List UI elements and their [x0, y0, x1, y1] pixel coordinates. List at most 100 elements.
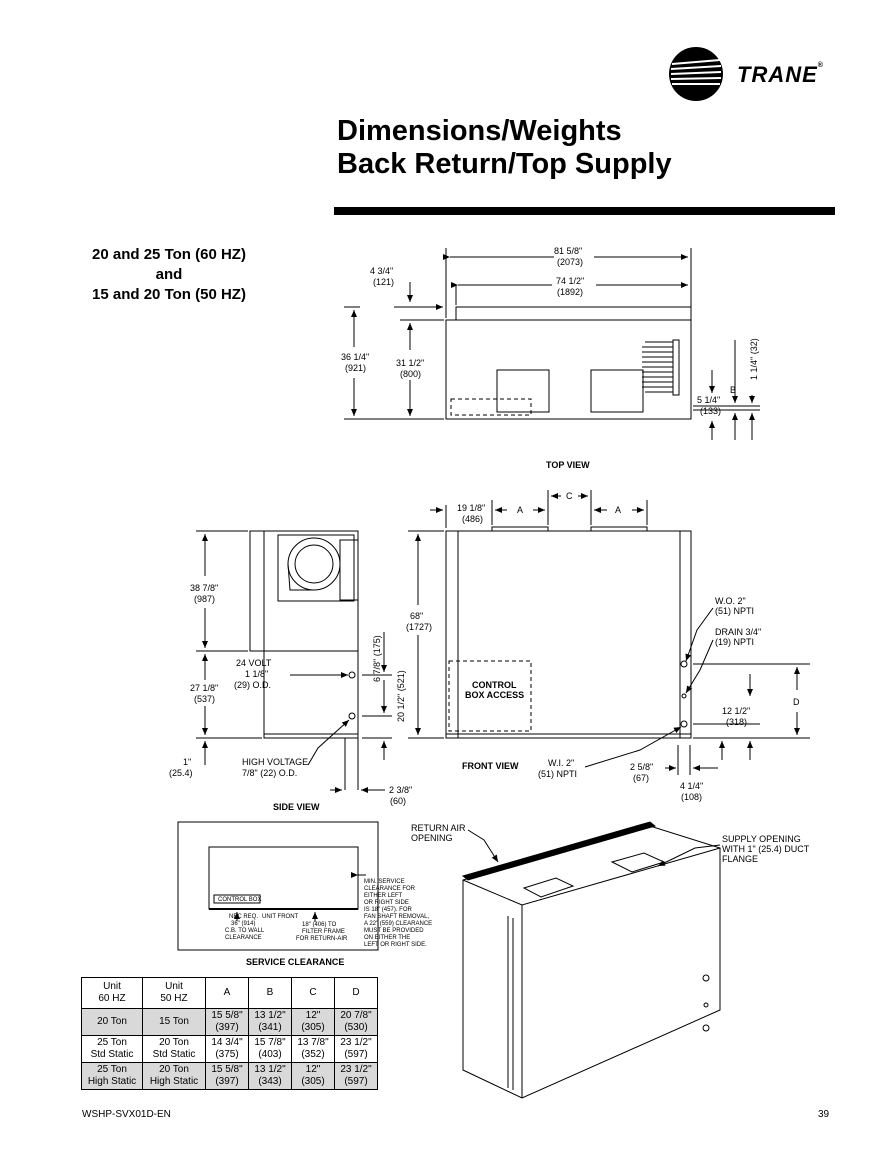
table-cell: 23 1/2"(597) [334, 1035, 378, 1063]
front-d-label: D [793, 697, 800, 707]
front-bottom-offset-mm: (67) [633, 773, 649, 783]
header-c: C [291, 977, 335, 1009]
sc-note-3: OR RIGHT SIDE [364, 900, 409, 906]
front-left-offset: 19 1/8" [457, 503, 485, 513]
side-vert-1: 6 7/8" (175) [372, 635, 382, 682]
sc-note-6: A 22" (559) CLEARANCE [364, 921, 432, 927]
top-right-offset-mm: (133) [700, 406, 721, 416]
iso-supply-0: SUPPLY OPENING [722, 834, 801, 844]
table-cell: 12"(305) [291, 1008, 335, 1036]
top-depth-inner: 31 1/2" [396, 358, 424, 368]
sc-note-9: LEFT OR RIGHT SIDE. [364, 942, 427, 948]
top-left-offset: 4 3/4" [370, 266, 393, 276]
top-depth-inner-mm: (800) [400, 369, 421, 379]
table-cell: 13 1/2"(343) [248, 1062, 292, 1090]
table-cell: 15 5/8"(397) [205, 1062, 249, 1090]
trane-logo-mark [669, 47, 723, 101]
header-d: D [334, 977, 378, 1009]
front-drain: DRAIN 3/4" [715, 627, 761, 637]
model-heading-line-1: 20 and 25 Ton (60 HZ) [92, 246, 246, 263]
model-heading-line-3: 15 and 20 Ton (50 HZ) [92, 286, 246, 303]
side-lower-height: 27 1/8" [190, 683, 218, 693]
top-view-labels: 81 5/8" (2073) 74 1/2" (1892) 4 3/4" (12… [341, 246, 759, 470]
table-cell: 13 1/2"(341) [248, 1008, 292, 1036]
front-view-caption: FRONT VIEW [462, 761, 519, 771]
front-drain-height-mm: (318) [726, 717, 747, 727]
table-cell: 13 7/8"(352) [291, 1035, 335, 1063]
side-view-labels: 38 7/8" (987) 27 1/8" (537) 1" (25.4) 24… [169, 583, 412, 812]
side-hv-size: 7/8" (22) O.D. [242, 768, 297, 778]
top-inner-width: 74 1/2" [556, 276, 584, 286]
sc-filter-2: FOR RETURN-AIR [296, 936, 348, 942]
iso-supply-2: FLANGE [722, 854, 758, 864]
table-cell: 15 7/8"(403) [248, 1035, 292, 1063]
sc-note-7: MUST BE PROVIDED [364, 928, 424, 934]
page-title: Dimensions/Weights Back Return/Top Suppl… [337, 115, 672, 181]
iso-return-air-1: OPENING [411, 833, 453, 843]
sc-note-5: FAN SHAFT REMOVAL, [364, 914, 429, 920]
table-row: 20 Ton 15 Ton 15 5/8"(397) 13 1/2"(341) … [81, 1008, 378, 1036]
front-right-offset: 4 1/4" [680, 781, 703, 791]
title-line-2: Back Return/Top Supply [337, 148, 672, 180]
front-right-offset-mm: (108) [681, 792, 702, 802]
header-b: B [248, 977, 292, 1009]
side-base-mm: (25.4) [169, 768, 193, 778]
top-b-label: B [730, 385, 736, 395]
table-cell: 23 1/2"(597) [334, 1062, 378, 1090]
top-depth: 36 1/4" [341, 352, 369, 362]
front-a-label-1: A [517, 505, 523, 515]
table-cell: 20 Ton [81, 1008, 143, 1036]
sc-filter-1: FILTER FRAME [302, 929, 345, 935]
table-cell: 14 3/4"(375) [205, 1035, 249, 1063]
side-lower-height-mm: (537) [194, 694, 215, 704]
front-drain-height: 12 1/2" [722, 706, 750, 716]
service-clearance-drawing [177, 821, 379, 951]
sc-note-1: CLEARANCE FOR [364, 886, 416, 892]
sc-note-2: EITHER LEFT [364, 893, 403, 899]
front-left-offset-mm: (486) [462, 514, 483, 524]
table-cell: 20 7/8"(530) [334, 1008, 378, 1036]
top-view-caption: TOP VIEW [546, 460, 590, 470]
iso-view-labels: RETURN AIR OPENING SUPPLY OPENING WITH 1… [411, 823, 810, 864]
front-wi-spec: (51) NPTI [538, 769, 577, 779]
model-heading: 20 and 25 Ton (60 HZ) and 15 and 20 Ton … [78, 245, 260, 305]
side-view-caption: SIDE VIEW [273, 802, 320, 812]
footer-doc-id: WSHP-SVX01D-EN [82, 1109, 171, 1120]
iso-supply-1: WITH 1" (25.4) DUCT [722, 844, 810, 854]
isometric-view-drawing [461, 821, 721, 1099]
front-c-label: C [566, 491, 573, 501]
top-inner-width-mm: (1892) [557, 287, 583, 297]
front-bottom-offset: 2 5/8" [630, 762, 653, 772]
sc-nec-1: 36" (914) [231, 921, 255, 927]
sc-unit-front: UNIT FRONT [262, 914, 299, 920]
front-wo: W.O. 2" [715, 596, 746, 606]
front-wi: W.I. 2" [548, 758, 574, 768]
table-cell: 15 5/8"(397) [205, 1008, 249, 1036]
front-control-box-1: CONTROL [472, 680, 517, 690]
model-heading-line-2: and [155, 266, 183, 283]
service-clearance-labels: CONTROL BOX NEC REQ. 36" (914) C.B. TO W… [218, 879, 432, 967]
side-vert-2: 20 1/2" (521) [396, 670, 406, 722]
sc-nec-0: NEC REQ. [229, 914, 258, 920]
side-upper-height-mm: (987) [194, 594, 215, 604]
title-line-1: Dimensions/Weights [337, 115, 622, 147]
top-vert-dim: 1 1/4" (32) [749, 338, 759, 380]
side-bottom-dim: 2 3/8" [389, 785, 412, 795]
footer-page-number: 39 [818, 1109, 830, 1120]
sc-note-4: IS 18" (457). FOR [364, 907, 412, 913]
top-left-offset-mm: (121) [373, 277, 394, 287]
front-drain-spec: (19) NPTI [715, 637, 754, 647]
side-24volt-size: 1 1/8" [245, 669, 268, 679]
top-overall-width: 81 5/8" [554, 246, 582, 256]
front-wo-spec: (51) NPTI [715, 606, 754, 616]
title-rule [334, 207, 835, 215]
side-24volt: 24 VOLT [236, 658, 272, 668]
table-cell: 15 Ton [142, 1008, 206, 1036]
iso-return-air-0: RETURN AIR [411, 823, 466, 833]
side-upper-height: 38 7/8" [190, 583, 218, 593]
